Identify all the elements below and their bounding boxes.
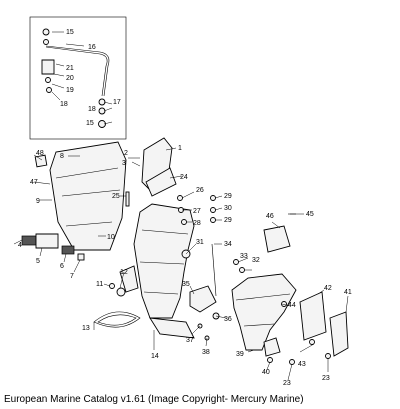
callout-42: 42 xyxy=(324,285,332,292)
callout-36: 36 xyxy=(224,316,232,323)
callout-1: 1 xyxy=(178,145,182,152)
callout-16: 16 xyxy=(88,44,96,51)
callout-38: 38 xyxy=(202,349,210,356)
image-caption: European Marine Catalog v1.61 (Image Cop… xyxy=(4,394,304,405)
callout-15: 15 xyxy=(66,29,74,36)
callout-12: 12 xyxy=(120,269,128,276)
callout-6: 6 xyxy=(60,263,64,270)
callout-39: 39 xyxy=(236,351,244,358)
callout-29: 29 xyxy=(224,193,232,200)
callout-20: 19 xyxy=(66,87,74,94)
callout-29b: 29 xyxy=(224,217,232,224)
callout-40: 40 xyxy=(262,369,270,376)
callout-19: 18 xyxy=(60,101,68,108)
callout-46: 46 xyxy=(266,213,274,220)
callout-10: 10 xyxy=(107,234,115,241)
callout-labels: 15 16 21 20 19 18 17 18 15 48 8 47 9 4 5… xyxy=(18,29,352,387)
gearcase-housing xyxy=(231,273,297,357)
callout-33: 33 xyxy=(240,253,248,260)
callout-24: 24 xyxy=(180,174,188,181)
callout-41: 41 xyxy=(344,289,352,296)
leader-lines xyxy=(13,31,349,381)
callout-5: 5 xyxy=(36,258,40,265)
callout-9: 9 xyxy=(36,198,40,205)
callout-27: 27 xyxy=(193,208,201,215)
callout-37: 37 xyxy=(186,337,194,344)
cover-left xyxy=(49,141,127,251)
callout-2: 2 xyxy=(124,150,128,157)
callout-26: 26 xyxy=(196,187,204,194)
callout-11: 11 xyxy=(96,281,103,288)
callout-45: 45 xyxy=(306,211,314,218)
callout-23b: 23 xyxy=(322,375,330,382)
exploded-parts-diagram: 15 16 21 20 19 18 17 18 15 48 8 47 9 4 5… xyxy=(13,16,352,387)
callout-30: 30 xyxy=(224,205,232,212)
callout-7: 7 xyxy=(70,273,74,280)
shift-linkage-inset xyxy=(29,16,127,140)
callout-17: 17 xyxy=(113,99,121,106)
callout-15b: 15 xyxy=(86,120,94,127)
callout-34: 34 xyxy=(224,241,232,248)
callout-21: 20 xyxy=(66,75,74,82)
callout-31: 31 xyxy=(196,239,204,246)
callout-48: 48 xyxy=(36,150,44,157)
callout-32: 32 xyxy=(252,257,260,264)
callout-8: 8 xyxy=(60,153,64,160)
callout-47: 47 xyxy=(30,179,38,186)
callout-4: 4 xyxy=(18,242,22,249)
callout-18: 18 xyxy=(88,106,96,113)
callout-3: 3 xyxy=(122,160,126,167)
callout-13: 13 xyxy=(82,325,90,332)
callout-14: 14 xyxy=(151,353,159,360)
driveshaft-housing xyxy=(119,203,195,339)
callout-23: 23 xyxy=(283,380,291,387)
callout-28: 28 xyxy=(193,220,201,227)
callout-22: 21 xyxy=(66,65,74,72)
callout-35: 35 xyxy=(182,281,190,288)
callout-44: 44 xyxy=(288,302,296,309)
callout-43: 43 xyxy=(298,361,306,368)
callout-25: 25 xyxy=(112,193,120,200)
